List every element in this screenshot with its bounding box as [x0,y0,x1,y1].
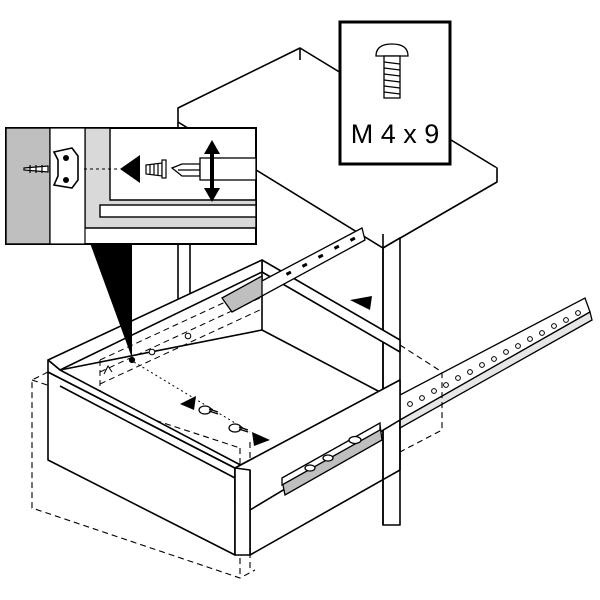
drawer-left-side [47,259,263,371]
screw-spec-box: M 4 x 9 [338,20,452,166]
arrow-left-icon [180,396,196,410]
arrow-up-down-icon [204,140,220,202]
arrow-left-icon [120,155,140,183]
screw-icon [198,405,219,415]
screw-icon [228,423,249,433]
arrow-back-icon [350,296,372,310]
left-runner [221,227,366,313]
left-slide-gray [221,274,263,313]
drawer [47,259,401,556]
drawer-holes [103,332,192,375]
screw-icon [23,165,49,173]
screw-icon [145,159,167,179]
screw-icon [375,43,409,99]
drawer-right-side [234,379,401,511]
right-runner [281,421,383,497]
detail-inset [5,127,257,245]
callout-pointer [90,243,132,358]
screw-spec-label: M 4 x 9 [351,119,440,149]
arrow-right-icon [252,432,270,446]
hidden-rail-lines [99,284,263,392]
